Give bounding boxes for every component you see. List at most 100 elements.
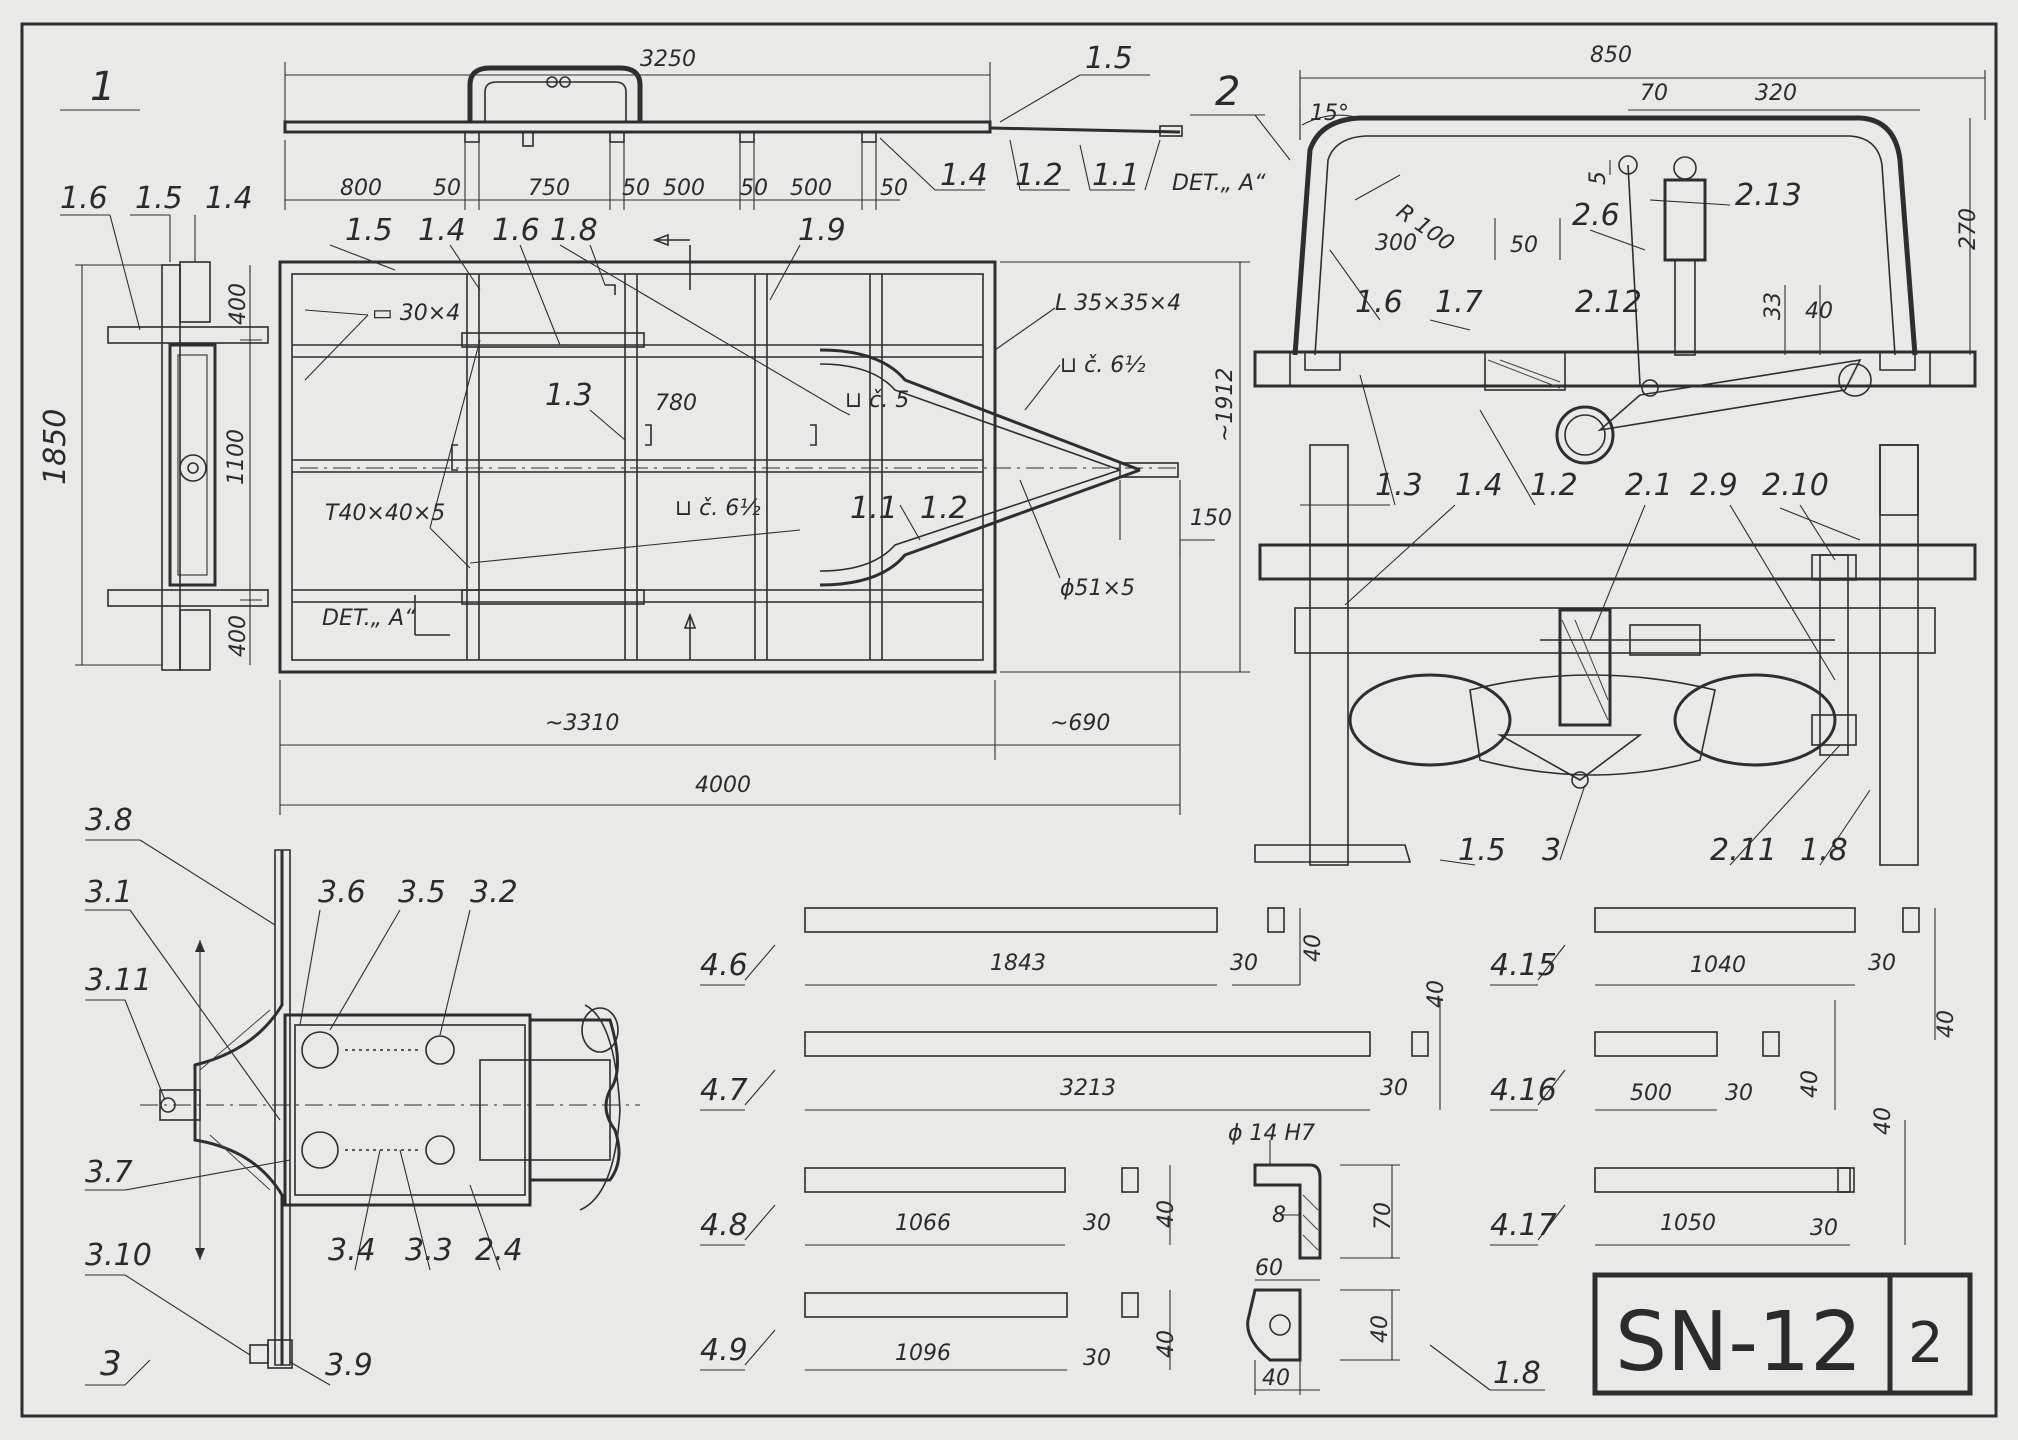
dim-500: 500: [790, 176, 832, 201]
plank-4.9: [804, 1292, 1068, 1318]
dim-780: 780: [655, 391, 697, 416]
title-block-frame: [1592, 1272, 1973, 1396]
part-length-4.9: 1096: [895, 1341, 951, 1366]
section-height: 40: [1798, 1070, 1823, 1098]
label-1.6: 1.6: [1355, 285, 1403, 320]
section-width: 30: [1230, 951, 1258, 976]
note-channel-plan: ⊔ č. 6½: [675, 496, 761, 521]
dim-33: 33: [1761, 292, 1786, 320]
view1-plan: 780 ~1912 150 ~3310 ~690 4000 1.5 1.4 1.…: [278, 213, 1250, 815]
dim-3310: ~3310: [545, 711, 619, 736]
section-height: 40: [1424, 980, 1449, 1008]
view1-elevation: 3250 800 50 750 50 500 50 500 50 1.5 1.4…: [283, 41, 1266, 210]
dim-50: 50: [433, 176, 461, 201]
note-channel-5: ⊔ č. 5: [845, 388, 909, 413]
label-3.6: 3.6: [318, 875, 366, 910]
label-1.4: 1.4: [1455, 468, 1503, 503]
label-3.3: 3.3: [405, 1233, 453, 1268]
dim-400: 400: [226, 615, 251, 657]
bracket-dim-40: 40: [1262, 1366, 1290, 1391]
label-1.2: 1.2: [1530, 468, 1578, 503]
note-tube: ϕ51×5: [1060, 576, 1135, 601]
label-1.8: 1.8: [550, 213, 598, 248]
label-1.5: 1.5: [345, 213, 393, 248]
dim-1912: ~1912: [1213, 368, 1238, 442]
section-width: 30: [1083, 1346, 1111, 1371]
hub-housing: [283, 1013, 532, 1207]
view3-hub: 3.8 3.1 3.6 3.5 3.2 3.11 3.7 3.10 3.4 3.…: [85, 803, 640, 1386]
sheet-number: 2: [1908, 1311, 1944, 1376]
label-1.4: 1.4: [940, 158, 988, 193]
dim-300: 300: [1375, 231, 1417, 256]
frame-outer: [278, 260, 997, 674]
plank-4.15: [1594, 907, 1856, 933]
label-1.7: 1.7: [1435, 285, 1483, 320]
label-2.1: 2.1: [1625, 468, 1673, 503]
dim-15deg: 15°: [1310, 101, 1349, 126]
dim-50: 50: [622, 176, 650, 201]
note-angle: L 35×35×4: [1055, 291, 1181, 316]
dim-70: 70: [1640, 81, 1668, 106]
part-length-4.17: 1050: [1660, 1211, 1716, 1236]
part-label-4.6: 4.6: [700, 948, 748, 983]
plank-4.16: [1594, 1031, 1718, 1057]
dim-1100: 1100: [224, 429, 249, 485]
part-length-4.16: 500: [1630, 1081, 1672, 1106]
bracket-dim-70: 70: [1371, 1202, 1396, 1230]
dim-150: 150: [1190, 506, 1232, 531]
label-2.9: 2.9: [1690, 468, 1738, 503]
sheet-border: [20, 22, 1998, 1418]
bracket-hole: ϕ 14 H7: [1228, 1121, 1315, 1146]
section-width: 30: [1868, 951, 1896, 976]
bow-outer: [1292, 115, 1918, 356]
label-1.4: 1.4: [205, 181, 253, 216]
tyre-right: [1673, 673, 1837, 767]
label-3.2: 3.2: [470, 875, 518, 910]
label-1.5: 1.5: [135, 181, 183, 216]
label-3.4: 3.4: [328, 1233, 376, 1268]
section-height: 40: [1301, 934, 1326, 962]
label-1.8: 1.8: [1800, 833, 1848, 868]
elevation-beam: [283, 120, 992, 134]
part-length-4.15: 1040: [1690, 953, 1746, 978]
label-2.6: 2.6: [1572, 198, 1620, 233]
bracket-1.8: ϕ 14 H7 8 70 60 40 40 1.8: [1228, 1121, 1545, 1395]
label-3.5: 3.5: [398, 875, 446, 910]
dim-500: 500: [663, 176, 705, 201]
dim-1850: 1850: [38, 409, 73, 485]
label-2.11: 2.11: [1710, 833, 1777, 868]
dim-850: 850: [1590, 43, 1632, 68]
part-label-4.15: 4.15: [1490, 948, 1557, 983]
label-1.3: 1.3: [545, 378, 593, 413]
label-2.10: 2.10: [1762, 468, 1829, 503]
plank-4.6: [804, 907, 1218, 933]
dim-50: 50: [1510, 233, 1538, 258]
elevation-handle: [467, 65, 643, 122]
label-1.6: 1.6: [492, 213, 540, 248]
label-3.8: 3.8: [85, 803, 133, 838]
dim-40: 40: [1805, 299, 1833, 324]
dim-270: 270: [1956, 208, 1981, 250]
section-height: 40: [1154, 1200, 1179, 1228]
section-height: 40: [1154, 1330, 1179, 1358]
bracket-dim-60: 60: [1255, 1256, 1283, 1281]
title-block: SN-12 2: [1592, 1272, 1973, 1396]
label-det-a: DET.„ A“: [1172, 171, 1266, 196]
label-1.3: 1.3: [1375, 468, 1423, 503]
bracket-dim-8: 8: [1272, 1203, 1286, 1228]
label-1.2: 1.2: [920, 491, 968, 526]
label-2.13: 2.13: [1735, 178, 1802, 213]
dim-5: 5: [1586, 171, 1611, 185]
part-length-4.7: 3213: [1060, 1076, 1116, 1101]
bracket-dim-40: 40: [1368, 1315, 1393, 1343]
part-label-4.7: 4.7: [700, 1073, 748, 1108]
label-1.1: 1.1: [1092, 158, 1140, 193]
label-1.1: 1.1: [850, 491, 898, 526]
bracket-label: 1.8: [1493, 1356, 1541, 1391]
label-1.6: 1.6: [60, 181, 108, 216]
label-3.1: 3.1: [85, 875, 133, 910]
view-number-2: 2: [1215, 69, 1240, 115]
label-3: 3: [1542, 833, 1561, 868]
part-label-4.16: 4.16: [1490, 1073, 1557, 1108]
